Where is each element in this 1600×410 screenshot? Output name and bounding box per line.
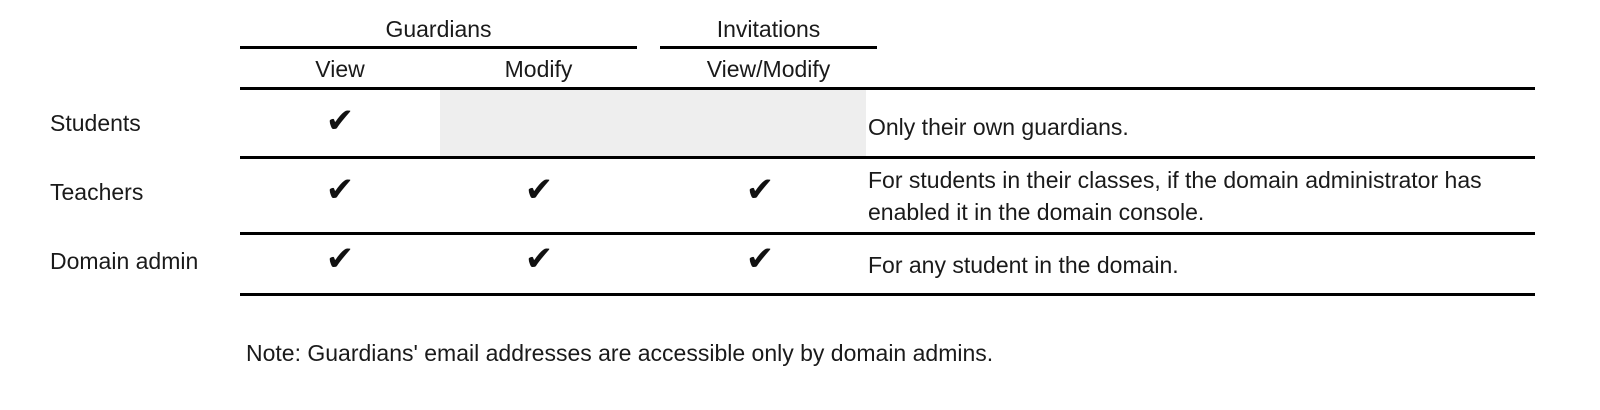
table-rule-bottom (240, 293, 1535, 296)
column-header-guardians-view: View (315, 56, 365, 82)
table-rule-after-students (240, 156, 1535, 159)
checkmark-icon-teachers-invitations-view-modify: ✔ (745, 170, 775, 210)
table-row-description-teachers: For students in their classes, if the do… (868, 167, 1482, 225)
checkmark-icon-teachers-guardians-view: ✔ (325, 170, 355, 210)
table-row-description-students: Only their own guardians. (868, 114, 1129, 140)
checkmark-icon-students-guardians-view: ✔ (325, 101, 355, 141)
table-row-label-domain-admin: Domain admin (50, 248, 199, 274)
shaded-cell-students-not-applicable (440, 90, 866, 156)
table-row-label-teachers: Teachers (50, 179, 144, 205)
table-rule-after-teachers (240, 232, 1535, 235)
checkmark-icon-domain-admin-guardians-view: ✔ (325, 239, 355, 279)
column-group-header-guardians: Guardians (385, 16, 492, 42)
group-rule-guardians (240, 46, 637, 49)
table-note: Note: Guardians' email addresses are acc… (246, 340, 994, 366)
table-row-label-students: Students (50, 110, 141, 136)
column-header-guardians-modify: Modify (504, 56, 573, 82)
table-rule-header-bottom (240, 87, 1535, 90)
checkmark-icon-domain-admin-invitations-view-modify: ✔ (745, 239, 775, 279)
column-group-header-invitations: Invitations (716, 16, 821, 42)
table-row-description-domain-admin: For any student in the domain. (868, 252, 1179, 278)
checkmark-icon-domain-admin-guardians-modify: ✔ (524, 239, 554, 279)
checkmark-icon-teachers-guardians-modify: ✔ (524, 170, 554, 210)
group-rule-invitations (660, 46, 877, 49)
column-header-invitations-view-modify: View/Modify (706, 56, 831, 82)
